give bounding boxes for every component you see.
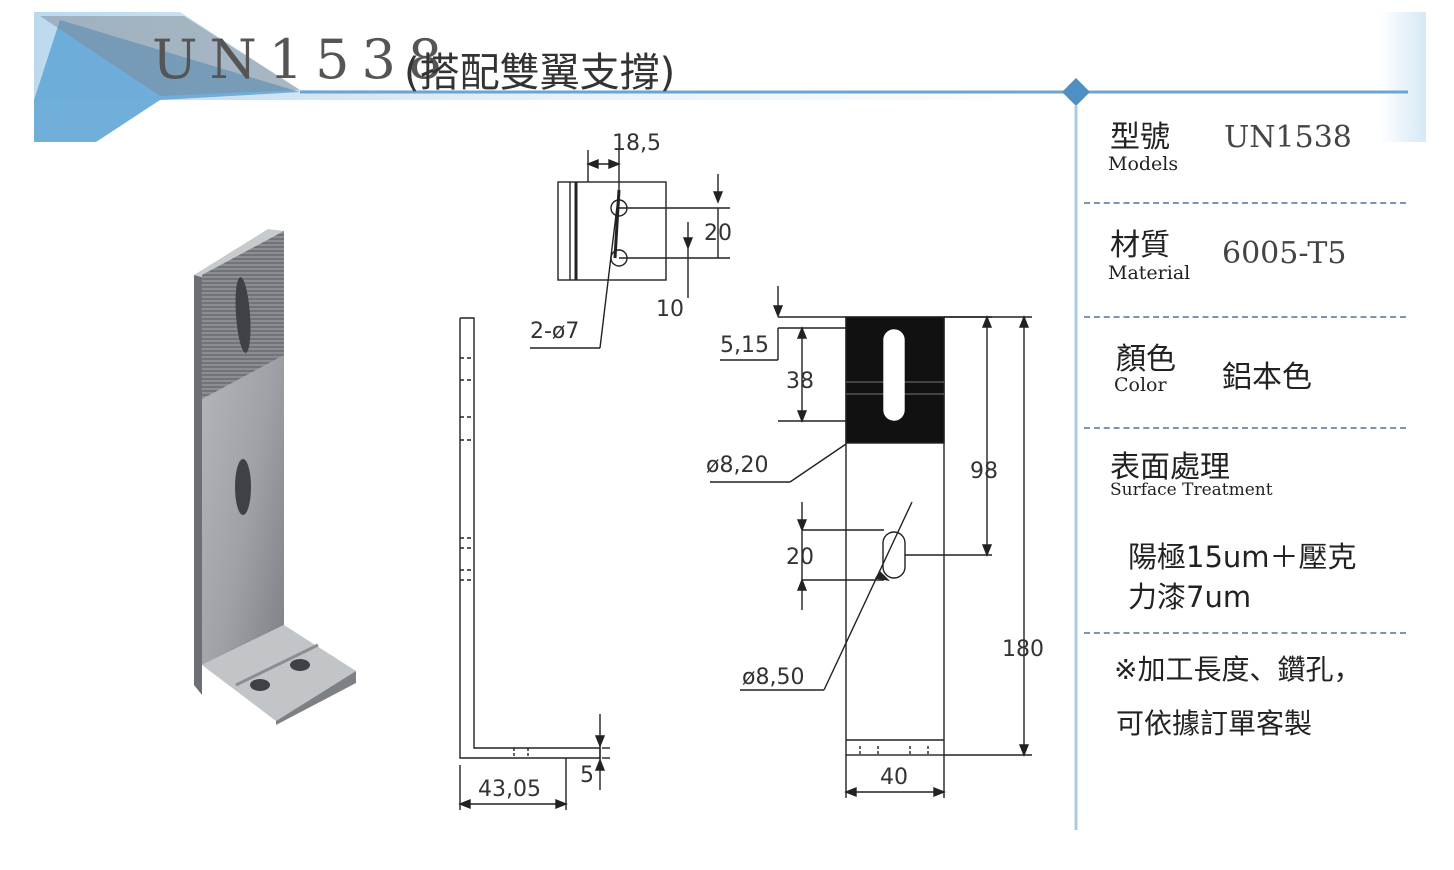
surface-label-en: Surface Treatment bbox=[1110, 480, 1273, 500]
color-label: 顏色 bbox=[1116, 342, 1176, 377]
bracket-top-face bbox=[194, 229, 284, 279]
right-corner-shade bbox=[1380, 12, 1426, 142]
front-view bbox=[710, 286, 1032, 798]
dim-front-total: 180 bbox=[1002, 637, 1044, 662]
dim-top-holes: 2-ø7 bbox=[530, 319, 579, 344]
bracket-base-face bbox=[202, 625, 356, 721]
front-upper-slot bbox=[883, 329, 905, 421]
bracket-base-front bbox=[276, 671, 356, 725]
material-label: 材質 bbox=[1110, 228, 1170, 263]
spec-divider-4 bbox=[1084, 632, 1406, 634]
page-subtitle: (搭配雙翼支撐) bbox=[404, 50, 676, 96]
dim-top-offset: 10 bbox=[656, 297, 684, 322]
page-title: UN1538 bbox=[152, 28, 455, 91]
dim-side-thickness: 5 bbox=[580, 763, 594, 788]
material-label-en: Material bbox=[1108, 262, 1191, 284]
dim-front-slot-upper: ø8,20 bbox=[706, 453, 768, 478]
side-view bbox=[458, 317, 610, 810]
model-label-en: Models bbox=[1108, 153, 1179, 175]
dim-side-depth: 43,05 bbox=[478, 777, 541, 802]
spec-divider-3 bbox=[1084, 427, 1406, 429]
surface-value-line1: 陽極15um＋壓克 bbox=[1128, 540, 1357, 574]
dim-front-slot-height: 98 bbox=[970, 459, 998, 484]
dim-front-top-offset: 5,15 bbox=[720, 333, 769, 358]
material-value: 6005-T5 bbox=[1222, 236, 1347, 271]
bracket-base-groove bbox=[235, 643, 319, 687]
bracket-middle-slot bbox=[235, 459, 251, 515]
dim-front-slot-lower: ø8,50 bbox=[742, 665, 804, 690]
bracket-base-hole-1 bbox=[250, 679, 270, 691]
color-value: 鋁本色 bbox=[1222, 360, 1312, 395]
surface-value-line2: 力漆7um bbox=[1128, 580, 1252, 614]
spec-divider-2 bbox=[1084, 316, 1406, 318]
corner-shadow bbox=[40, 16, 300, 96]
dim-front-band: 38 bbox=[786, 369, 814, 394]
bracket-base-hole-2 bbox=[290, 659, 310, 671]
dim-top-width: 18,5 bbox=[612, 131, 661, 156]
diamond-ornament bbox=[1062, 78, 1090, 106]
bracket-side-edge bbox=[194, 275, 202, 695]
model-label: 型號 bbox=[1110, 120, 1170, 155]
dim-front-width: 40 bbox=[880, 765, 908, 790]
bracket-3d-illustration bbox=[194, 229, 356, 725]
surface-label: 表面處理 bbox=[1110, 450, 1230, 485]
customization-note-line2: 可依據訂單客製 bbox=[1116, 707, 1313, 740]
technical-drawing: 18,5 20 10 2-ø7 5,15 38 ø8,20 98 20 ø8,5… bbox=[458, 131, 1044, 810]
dim-top-spacing: 20 bbox=[704, 221, 732, 246]
model-value: UN1538 bbox=[1224, 120, 1352, 155]
customization-note-line1: ※加工長度、鑽孔， bbox=[1114, 653, 1362, 686]
dim-front-slot-lower-len: 20 bbox=[786, 545, 814, 570]
spec-divider-1 bbox=[1084, 202, 1406, 204]
top-view bbox=[530, 150, 730, 349]
bracket-upper-slot bbox=[235, 277, 251, 353]
color-label-en: Color bbox=[1114, 374, 1167, 396]
